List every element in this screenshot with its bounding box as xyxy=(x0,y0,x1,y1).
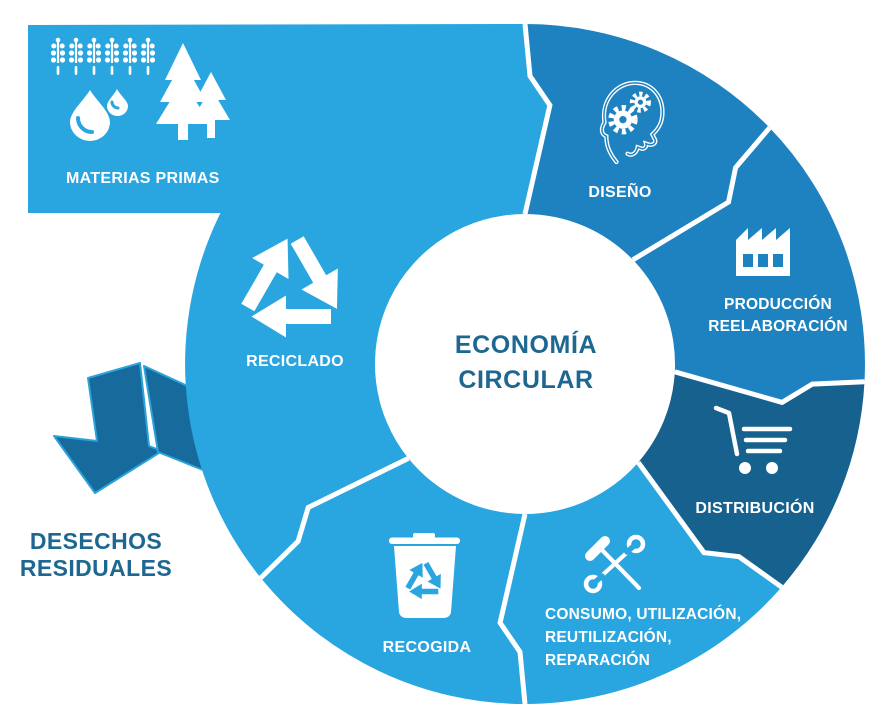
produccion-label-line1: PRODUCCIÓN xyxy=(724,295,832,313)
segment-recogida xyxy=(260,458,525,704)
desechos-label-line2: RESIDUALES xyxy=(20,555,172,581)
center-title-line2: CIRCULAR xyxy=(458,366,593,394)
produccion-label-line2: REELABORACIÓN xyxy=(708,317,848,335)
segment-reciclado xyxy=(185,24,550,578)
trash-recycle-icon xyxy=(389,533,460,618)
consumo-label-line1: CONSUMO, UTILIZACIÓN, xyxy=(545,605,741,623)
consumo-label-line2: REUTILIZACIÓN, xyxy=(545,628,672,646)
recogida-label: RECOGIDA xyxy=(383,639,472,656)
segment-separator-6 xyxy=(259,456,410,580)
segment-distribucion xyxy=(638,371,865,588)
segment-consumo xyxy=(500,462,782,705)
desechos-label-line1: DESECHOS xyxy=(30,528,162,554)
consumo-label-line3: REPARACIÓN xyxy=(545,651,650,669)
hammer-wrench-icon xyxy=(583,534,646,594)
distribucion-label: DISTRIBUCIÓN xyxy=(695,498,814,517)
materias-primas-label: MATERIAS PRIMAS xyxy=(66,170,220,187)
segment-separator-1 xyxy=(522,23,553,215)
waste-arrow-icon xyxy=(53,362,209,494)
water-drops-icon xyxy=(70,89,128,141)
factory-icon xyxy=(736,228,790,276)
segment-separator-4 xyxy=(636,460,784,590)
diseno-label: DISEÑO xyxy=(588,181,651,201)
segment-separator-5 xyxy=(497,513,528,705)
segment-separator-2 xyxy=(631,126,772,262)
segment-separator-3 xyxy=(674,369,865,406)
center-title-line1: ECONOMÍA xyxy=(455,330,597,359)
shopping-cart-icon xyxy=(713,405,793,474)
head-gears-icon xyxy=(599,80,665,165)
reciclado-label: RECICLADO xyxy=(246,353,344,370)
waste-arrow-head-band xyxy=(53,362,163,494)
pine-trees-icon xyxy=(156,43,230,140)
